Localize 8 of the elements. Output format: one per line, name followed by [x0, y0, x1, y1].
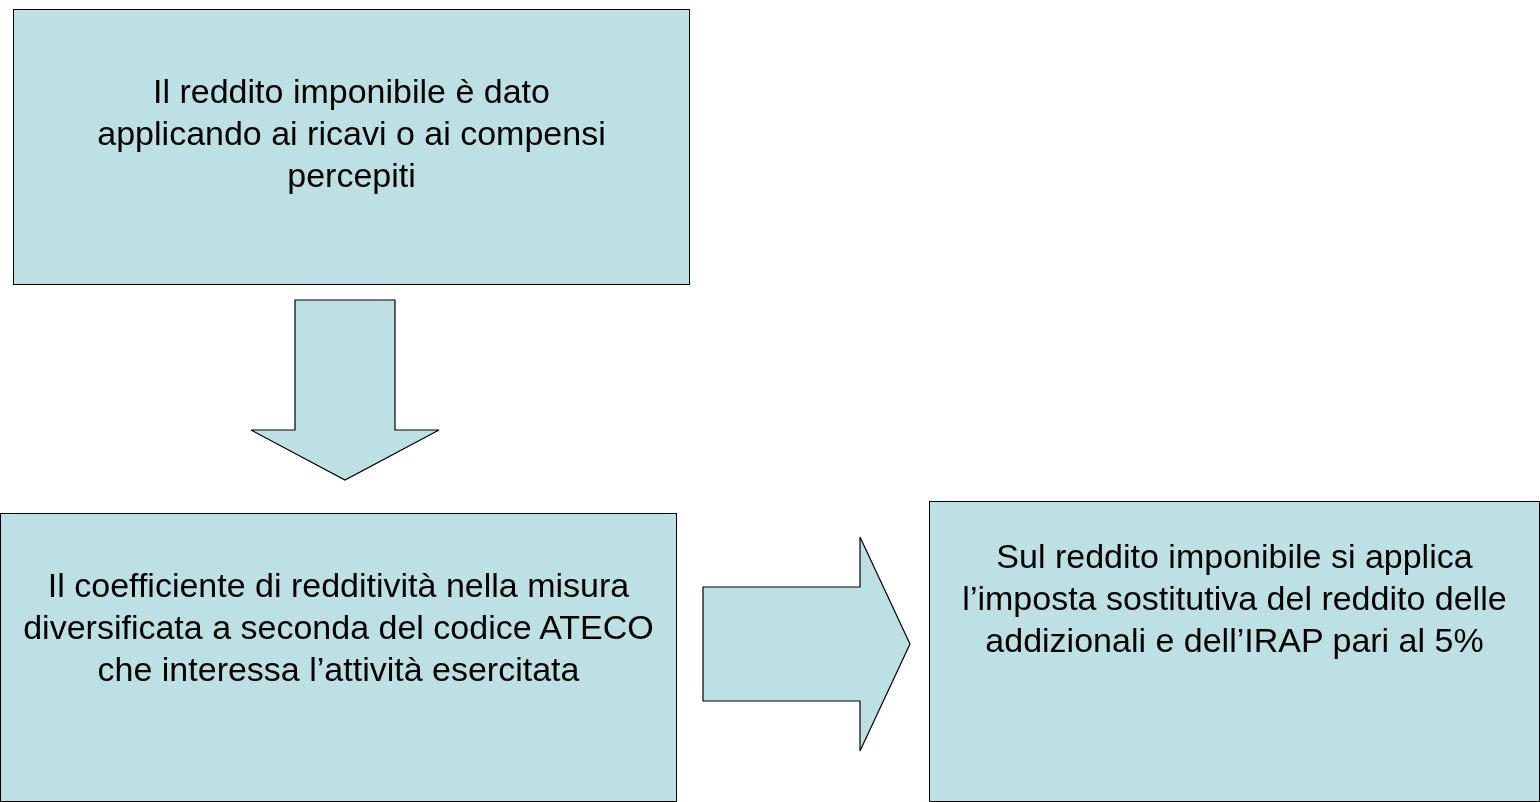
box-text: Sul reddito imponibile si applica l’imposta sostitutiva del reddito delle addizionali e dell’IRAP pari al 5%	[961, 536, 1508, 661]
process-box	[0, 513, 677, 802]
block-arrow	[250, 299, 440, 481]
box-text: Il reddito imponibile è dato applicando ai ricavi o ai compensi percepiti	[96, 71, 607, 196]
process-box	[13, 9, 690, 285]
box-text: Il coefficiente di redditività nella misura diversificata a seconda del codice ATECO che interessa l’attività esercitata	[22, 565, 655, 690]
process-box	[929, 501, 1540, 802]
block-arrow	[702, 536, 911, 752]
